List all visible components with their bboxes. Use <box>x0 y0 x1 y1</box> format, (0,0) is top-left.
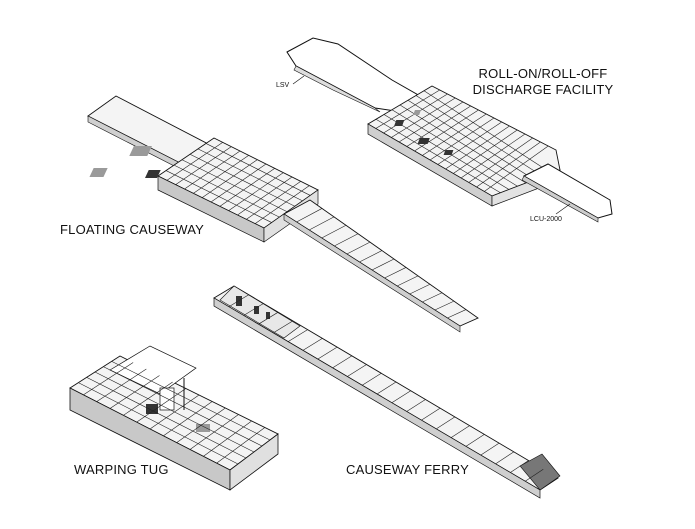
deck-gridline <box>391 109 518 187</box>
deck-gridline <box>332 355 352 369</box>
deck-gridline <box>484 145 549 192</box>
deck-gridline <box>421 407 441 421</box>
deck-gridline <box>228 294 249 307</box>
deck-gridline <box>495 451 514 465</box>
deck-gridline <box>296 208 323 223</box>
deck-gridline <box>422 113 487 156</box>
deck-gridline <box>228 172 284 211</box>
deck-gridline <box>173 164 280 218</box>
deck-gridline <box>406 105 471 147</box>
deck-gridline <box>258 311 279 325</box>
deck-gridline <box>391 390 411 403</box>
deck-gridline <box>321 225 347 239</box>
deck-gridline <box>205 143 311 196</box>
deck-gridline <box>450 425 470 438</box>
deck-gridline <box>197 148 303 202</box>
deck-gridline <box>468 137 533 183</box>
deck-gridline <box>465 434 485 447</box>
deck-gridline <box>407 99 535 181</box>
deck-gridline <box>422 292 443 303</box>
lcu-2000-vessel <box>522 163 613 219</box>
deck-gridline <box>287 329 308 342</box>
deck-gridline <box>309 216 335 231</box>
deck-gridline <box>346 241 371 255</box>
deck-gridline <box>480 442 500 456</box>
deck-gridline <box>246 181 301 220</box>
deck-gridline <box>111 361 271 441</box>
deck-gridline <box>302 338 323 351</box>
deck-gridline <box>362 373 382 386</box>
deck-gridline <box>429 117 495 161</box>
deck-gridline <box>317 346 338 360</box>
deck-gridline <box>398 101 464 143</box>
lsv-label: LSV <box>276 82 290 89</box>
deck-gridline <box>414 109 479 152</box>
roro-label-line2: DISCHARGE FACILITY <box>472 82 614 97</box>
deck-gridline <box>437 121 502 165</box>
deck-gridline <box>219 168 275 207</box>
roro-label-line1: ROLL-ON/ROLL-OFF <box>478 66 608 81</box>
deck-gridline <box>375 118 501 194</box>
deck-gridline <box>189 154 295 207</box>
causeway-ferry <box>213 285 561 499</box>
deck-gridline <box>165 170 272 223</box>
deck-gridline <box>254 185 310 224</box>
deck-gridline <box>409 284 431 295</box>
roro-discharge-facility <box>286 37 613 223</box>
deck-gridline <box>237 176 293 216</box>
deck-gridline <box>423 90 552 174</box>
deck-gridline <box>193 155 249 194</box>
deck-gridline <box>201 159 258 198</box>
deck-gridline <box>184 150 241 190</box>
deck-gridline <box>375 89 440 129</box>
causeway-ferry-label: CAUSEWAY FERRY <box>346 462 469 477</box>
deck-gridline <box>476 141 541 188</box>
deck-gridline <box>166 142 223 181</box>
deck-gridline <box>181 159 288 212</box>
deck-gridline <box>406 399 426 412</box>
deck-gridline <box>510 460 529 473</box>
deck-gridline <box>397 275 419 287</box>
deck-gridline <box>175 146 232 185</box>
deck-gridline <box>103 366 263 447</box>
deck-gridline <box>447 309 467 319</box>
deck-gridline <box>376 381 397 395</box>
deck-gridline <box>334 233 359 247</box>
deck-gridline <box>460 133 526 179</box>
deck-gridline <box>415 95 544 177</box>
warping-tug <box>69 345 279 491</box>
deck-gridline <box>453 129 518 174</box>
deck-gridline <box>86 377 247 459</box>
deck-gridline <box>359 250 383 263</box>
deck-gridline <box>384 267 407 279</box>
deck-gridline <box>78 382 239 465</box>
deck-gridline <box>243 303 264 316</box>
deck-gridline <box>371 258 395 271</box>
deck-gridline <box>210 163 267 203</box>
deck-gridline <box>436 416 456 430</box>
deck-gridline <box>391 97 456 138</box>
warping-tug-label: WARPING TUG <box>74 462 169 477</box>
lcu-2000-label: LCU-2000 <box>530 216 562 223</box>
deck-gridline <box>399 104 527 184</box>
deck-gridline <box>94 371 255 453</box>
deck-gridline <box>273 320 294 334</box>
deck-gridline <box>525 469 544 482</box>
floating-causeway-label: FLOATING CAUSEWAY <box>60 222 205 237</box>
floating-causeway <box>87 95 479 333</box>
deck-gridline <box>445 125 510 170</box>
deck-gridline <box>347 364 367 377</box>
deck-gridline <box>434 300 455 311</box>
